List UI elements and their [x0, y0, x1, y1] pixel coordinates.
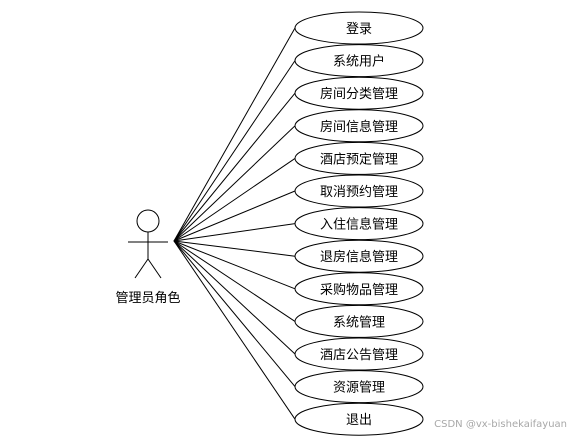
use-case-ellipse: [294, 76, 424, 110]
association-line: [173, 240, 296, 420]
association-line: [173, 240, 296, 290]
use-case: 取消预约管理: [294, 174, 424, 208]
use-case-label: 入住信息管理: [320, 217, 398, 233]
actor-right-leg: [147, 258, 162, 279]
use-case-label: 系统用户: [333, 54, 385, 70]
use-case-label: 退房信息管理: [320, 249, 398, 265]
association-lines: [173, 27, 296, 420]
use-case-ellipse: [294, 239, 424, 273]
use-case-ellipse: [294, 11, 424, 45]
use-case-label: 登录: [346, 22, 372, 37]
actor-left-leg: [134, 258, 149, 279]
use-case-ellipse: [294, 402, 424, 436]
use-case-label: 系统管理: [333, 315, 385, 330]
use-case-label: 房间分类管理: [320, 86, 398, 102]
use-case: 入住信息管理: [294, 207, 424, 241]
use-case-ellipse: [294, 272, 424, 306]
association-line: [173, 240, 296, 257]
use-case-ellipse: [294, 207, 424, 241]
association-line: [173, 240, 296, 387]
actor-head: [136, 209, 160, 233]
use-case-ellipse: [294, 141, 424, 175]
use-case: 房间信息管理: [294, 109, 424, 143]
actor: 管理员角色: [115, 209, 181, 306]
use-case: 房间分类管理: [294, 76, 424, 110]
use-case: 采购物品管理: [294, 272, 424, 306]
use-case-label: 酒店公告管理: [320, 348, 398, 363]
use-case-label: 酒店预定管理: [320, 152, 398, 167]
association-line: [173, 27, 296, 242]
use-case-label: 取消预约管理: [320, 185, 398, 200]
association-line: [173, 157, 296, 242]
use-cases: 登录系统用户房间分类管理房间信息管理酒店预定管理取消预约管理入住信息管理退房信息…: [294, 11, 424, 436]
use-case-ellipse: [294, 109, 424, 143]
use-case: 退出: [294, 402, 424, 436]
use-case-ellipse: [294, 44, 424, 78]
use-case-ellipse: [294, 337, 424, 371]
use-case-label: 房间信息管理: [320, 119, 398, 135]
use-case: 登录: [294, 11, 424, 45]
use-case: 系统管理: [294, 304, 424, 338]
use-case-label: 采购物品管理: [320, 282, 398, 298]
association-line: [173, 240, 296, 322]
use-case-ellipse: [294, 174, 424, 208]
use-case-ellipse: [294, 370, 424, 404]
use-case-ellipse: [294, 304, 424, 338]
use-case: 酒店预定管理: [294, 141, 424, 175]
association-line: [173, 125, 296, 242]
association-line: [173, 92, 296, 242]
association-line: [173, 60, 296, 242]
actor-label: 管理员角色: [115, 290, 180, 306]
use-case: 系统用户: [294, 44, 424, 78]
use-case-label: 退出: [346, 413, 372, 428]
use-case: 酒店公告管理: [294, 337, 424, 371]
association-line: [173, 240, 296, 355]
association-line: [173, 223, 296, 242]
use-case-label: 资源管理: [333, 381, 385, 396]
use-case: 退房信息管理: [294, 239, 424, 273]
watermark: CSDN @vx-bishekaifayuan: [434, 419, 567, 430]
association-line: [173, 190, 296, 242]
use-case: 资源管理: [294, 370, 424, 404]
